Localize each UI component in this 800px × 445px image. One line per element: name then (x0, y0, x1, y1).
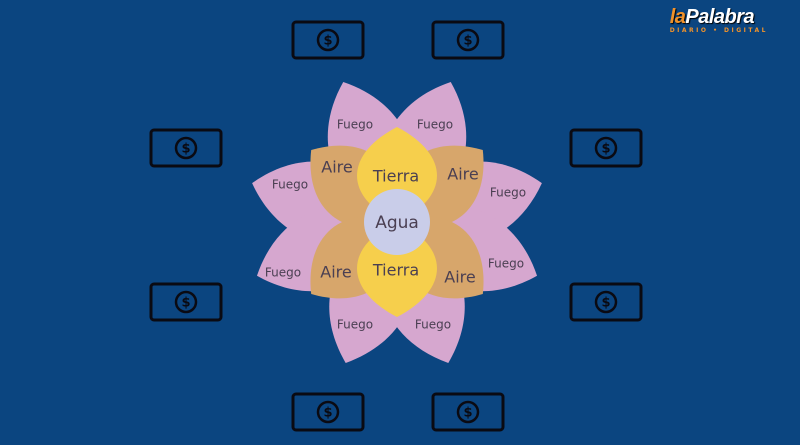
logo-name: Palabra (685, 6, 755, 28)
agua-center-circle (364, 189, 430, 255)
dollar-bill-icon: $ (431, 20, 505, 60)
fuego-label: Fuego (272, 178, 308, 192)
fuego-label: Fuego (488, 257, 524, 271)
dollar-sign: $ (463, 34, 472, 49)
aire-label: Aire (447, 165, 478, 184)
tierra-label: Tierra (372, 167, 419, 186)
dollar-bill-icon: $ (569, 128, 643, 168)
aire-label: Aire (321, 158, 352, 177)
dollar-sign: $ (601, 296, 610, 311)
dollar-bill-icon: $ (291, 20, 365, 60)
agua-label: Agua (375, 213, 419, 233)
aire-label: Aire (444, 268, 475, 287)
dollar-sign: $ (601, 142, 610, 157)
fuego-label: Fuego (337, 118, 373, 132)
dollar-sign: $ (463, 406, 472, 421)
fuego-label: Fuego (490, 186, 526, 200)
dollar-sign: $ (323, 34, 332, 49)
dollar-bill-icon: $ (149, 128, 223, 168)
dollar-bill-icon: $ (291, 392, 365, 432)
dollar-sign: $ (181, 296, 190, 311)
aire-label: Aire (320, 263, 351, 282)
fuego-label: Fuego (265, 266, 301, 280)
fuego-label: Fuego (337, 318, 373, 332)
dollar-sign: $ (323, 406, 332, 421)
tierra-label: Tierra (372, 261, 419, 280)
dollar-bill-icon: $ (149, 282, 223, 322)
dollar-sign: $ (181, 142, 190, 157)
fuego-label: Fuego (415, 318, 451, 332)
dollar-bill-icon: $ (431, 392, 505, 432)
dollar-bill-icon: $ (569, 282, 643, 322)
logo-prefix: la (669, 6, 686, 28)
logo-tagline: DIARIO • DIGITAL (669, 27, 768, 34)
lapalabra-logo: laPalabra DIARIO • DIGITAL (670, 6, 768, 34)
fuego-label: Fuego (417, 118, 453, 132)
